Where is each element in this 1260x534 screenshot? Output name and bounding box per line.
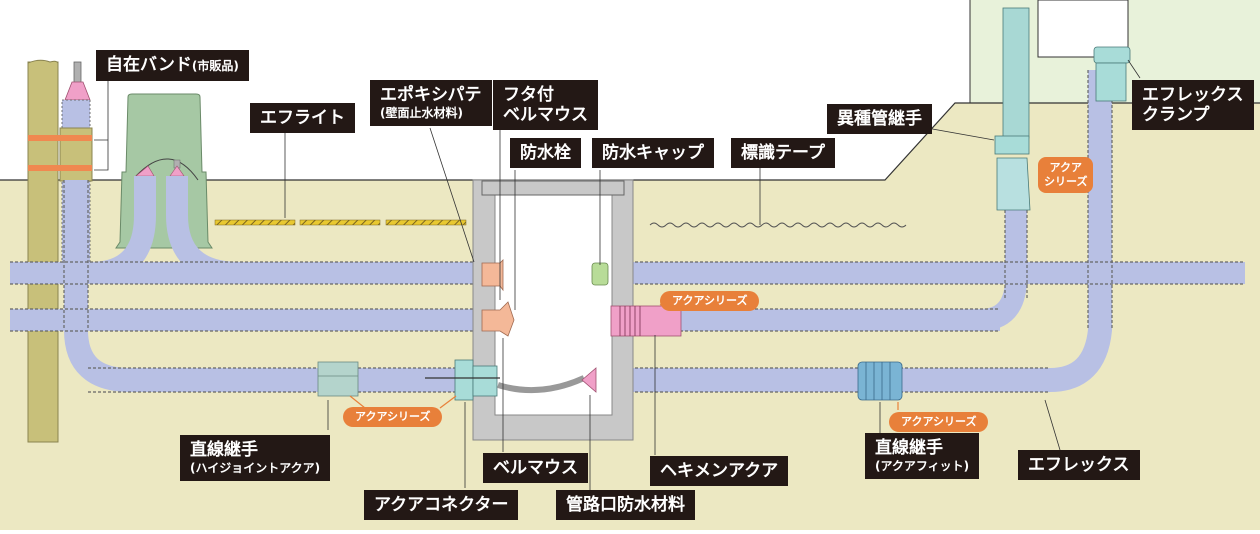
label-hyoshiki-tape: 標識テープ xyxy=(731,138,835,168)
label-text-line1: フタ付 xyxy=(503,85,554,105)
label-text-line1: エフレックス xyxy=(1142,85,1244,105)
label-jizai-band: 自在バンド(市販品) xyxy=(96,50,249,81)
marker-tape xyxy=(649,222,907,228)
label-kanro-bousui: 管路口防水材料 xyxy=(556,490,695,520)
label-text: 管路口防水材料 xyxy=(566,495,685,515)
label-text: 直線継手 xyxy=(875,438,943,458)
label-text-line2: ベルマウス xyxy=(503,105,588,125)
eflex-clamp-fitting xyxy=(1093,46,1131,102)
label-note: (アクアフィット) xyxy=(875,459,970,473)
label-bousui-cap: 防水キャップ xyxy=(592,138,714,168)
label-hekimen-aqua: ヘキメンアクア xyxy=(650,456,789,486)
hekimen-aqua-fitting xyxy=(610,305,682,337)
waterproof-cap xyxy=(591,262,609,286)
aqua-series-badge: アクアシリーズ xyxy=(889,412,989,432)
label-epoxy-pate: エポキシパテ(壁面止水材料) xyxy=(370,80,492,126)
pedestal-box xyxy=(115,93,213,249)
label-text: 防水キャップ xyxy=(602,143,704,163)
aqua-fit-fitting xyxy=(857,361,903,401)
label-text: ヘキメンアクア xyxy=(660,461,779,481)
label-text: エポキシパテ xyxy=(380,85,482,105)
label-note: (市販品) xyxy=(191,59,239,73)
label-text: エフレックス xyxy=(1028,455,1130,475)
leader-lines xyxy=(94,59,1141,490)
label-ishukan-tsugite: 異種管継手 xyxy=(827,104,932,134)
bellmouth-fittings xyxy=(481,259,515,337)
label-text: 標識テープ xyxy=(741,143,825,163)
label-text: エフライト xyxy=(260,108,345,128)
label-note: (壁面止水材料) xyxy=(380,106,463,120)
aqua-series-badge: アクアシリーズ xyxy=(660,291,760,311)
label-eflight: エフライト xyxy=(250,103,355,133)
label-text: 直線継手 xyxy=(190,440,258,460)
flexible-hose xyxy=(497,375,586,394)
label-text: アクアコネクター xyxy=(374,495,509,515)
band-straps xyxy=(28,135,92,171)
badge-line1: アクア xyxy=(1049,161,1082,174)
bellmouth-cone xyxy=(581,367,597,393)
label-text: 異種管継手 xyxy=(837,109,922,129)
utility-pole xyxy=(27,59,59,443)
eflight-strips xyxy=(214,219,467,226)
aqua-series-badge-stacked: アクアシリーズ xyxy=(1038,157,1094,193)
label-text: ベルマウス xyxy=(493,458,578,478)
label-aqua-connector: アクアコネクター xyxy=(364,490,519,520)
aqua-connector-fitting xyxy=(425,359,500,401)
label-futa-bellmouth: フタ付ベルマウス xyxy=(493,80,598,130)
label-note: (ハイジョイントアクア) xyxy=(190,461,321,475)
label-text: 防水栓 xyxy=(520,143,571,163)
label-bellmouth: ベルマウス xyxy=(483,453,588,483)
label-text: 自在バンド xyxy=(106,55,192,75)
label-eflex: エフレックス xyxy=(1018,450,1140,480)
label-chokusen-aquafit: 直線継手(アクアフィット) xyxy=(865,433,980,479)
steel-riser-pipe xyxy=(994,7,1031,211)
label-text-line2: クランプ xyxy=(1142,105,1210,125)
badge-line2: シリーズ xyxy=(1044,175,1088,188)
label-chokusen-hijoint: 直線継手(ハイジョイントアクア) xyxy=(180,435,331,481)
aqua-series-badge: アクアシリーズ xyxy=(343,407,443,427)
hi-joint-aqua-fitting xyxy=(317,361,359,397)
label-eflex-clamp: エフレックスクランプ xyxy=(1132,80,1254,130)
label-bousui-sen: 防水栓 xyxy=(510,138,581,168)
